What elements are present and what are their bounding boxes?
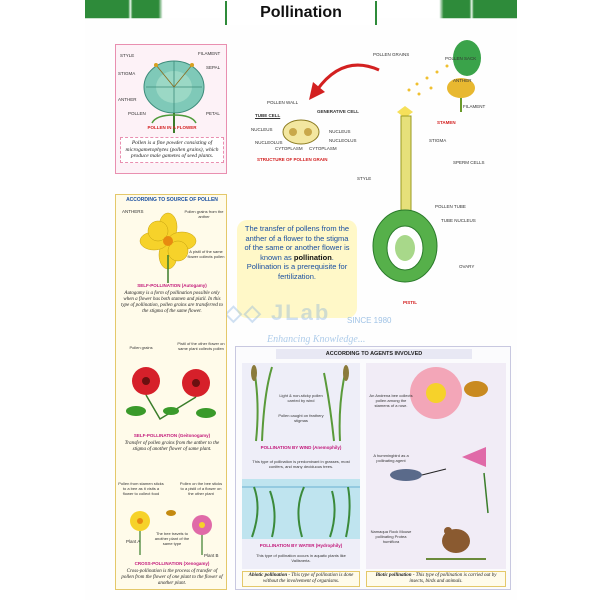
wind-label-1: Light & non-sticky pollen carried by win… <box>279 393 323 403</box>
watermark-logo: ◇◇ JLab <box>225 300 331 325</box>
grain-label-tube-cell: TUBE CELL <box>255 113 281 118</box>
pistil-label-pollen-sack: POLLEN SACK <box>445 56 477 61</box>
pistil-label-pollen-tube: POLLEN TUBE <box>435 204 466 209</box>
abiotic-note-title: Abiotic pollination <box>248 573 288 578</box>
agents-heading: ACCORDING TO AGENTS INVOLVED <box>276 349 472 359</box>
wind-label-2: Pollen caught on feathery stigmas <box>278 413 324 423</box>
flower-label-stigma: STIGMA <box>118 71 136 76</box>
wind-note: This type of pollination is predominant … <box>252 459 350 469</box>
pistil-label-sperm-cells: SPERM CELLS <box>453 160 485 165</box>
pollen-grain-illustration <box>282 119 320 145</box>
flower-panel: STYLE STIGMA ANTHER POLLEN FILAMENT SEPA… <box>115 44 227 174</box>
autogamy-label-anthers: ANTHERS <box>122 209 144 214</box>
geitonogamy-illustration <box>126 367 216 421</box>
autogamy-illustration <box>139 212 197 283</box>
grain-caption: STRUCTURE OF POLLEN GRAIN <box>257 157 328 162</box>
biotic-note: Biotic pollination - This type of pollin… <box>366 571 506 587</box>
abiotic-note: Abiotic pollination - This type of polli… <box>242 571 360 587</box>
pistil-label-ovary: OVARY <box>459 264 475 269</box>
abiotic-column: Light & non-sticky pollen carried by win… <box>242 363 360 569</box>
definition-text: The transfer of pollens from the anther … <box>244 224 350 262</box>
abiotic-note-text: - This type of pollination is done witho… <box>262 573 354 584</box>
bird-label: A hummingbird as a pollinating agent <box>373 453 409 463</box>
geitonogamy-label-pistil: Pistil of the other flower on same plant… <box>177 341 225 351</box>
pollination-poster: Pollination STYLE STIGMA ANTHER POLLEN F… <box>85 0 517 600</box>
pistil-label-filament: FILAMENT <box>463 104 486 109</box>
plant-a-label: Plant A <box>126 539 141 544</box>
definition-text-after: . Pollination is a prerequisite for fert… <box>246 252 348 281</box>
flower-note: Pollen is a fine powder consisting of mi… <box>120 137 224 163</box>
pistil-illustration <box>372 40 481 283</box>
autogamy-label-pollen: Pollen grains from the anther <box>184 209 224 219</box>
grain-label-cytoplasm-1: CYTOPLASM <box>275 146 303 151</box>
geitonogamy-label-pollen: Pollen grains <box>129 345 153 350</box>
pistil-label-anther: ANTHER <box>453 78 472 83</box>
grain-label-nucleolus-2: NUCLEOLUS <box>329 138 357 143</box>
definition-box: The transfer of pollens from the anther … <box>237 220 357 318</box>
mouse-label: Namaqua Rock Mouse pollinating Protea hu… <box>370 529 412 544</box>
xenogamy-note: Cross-pollination is the process of tran… <box>121 569 223 586</box>
flower-illustration <box>143 60 205 133</box>
xenogamy-label-3: The bee travels to another plant of the … <box>154 531 190 546</box>
grain-label-cytoplasm-2: CYTOPLASM <box>309 146 337 151</box>
geitonogamy-caption: SELF-POLLINATION (Geitonogamy) <box>133 433 211 438</box>
biotic-note-title: Biotic pollination <box>375 573 412 578</box>
biotic-note-text: - This type of pollination is carried ou… <box>409 573 497 584</box>
pistil-label: PISTIL <box>403 300 418 305</box>
watermark-tagline: Enhancing Knowledge... <box>267 334 366 345</box>
definition-keyword: pollination <box>293 252 332 262</box>
flower-label-anther: ANTHER <box>118 97 137 102</box>
flower-label-filament: FILAMENT <box>198 51 221 56</box>
grain-label-pollen-wall: POLLEN WALL <box>267 100 299 105</box>
geitonogamy-note: Transfer of pollen grains from the anthe… <box>124 441 220 452</box>
grain-label-generative-cell: GENERATIVE CELL <box>317 109 359 114</box>
curved-arrow <box>309 63 380 100</box>
xenogamy-illustration <box>130 510 212 555</box>
insect-label: An Andrena bee collects pollen among the… <box>369 393 413 408</box>
source-panel: ACCORDING TO SOURCE OF POLLEN ANTHERS Po… <box>115 194 227 590</box>
pistil-label-stigma: STIGMA <box>429 138 447 143</box>
water-caption: POLLINATION BY WATER (Hydrophily) <box>259 543 343 548</box>
grain-label-nucleolus-1: NUCLEOLUS <box>255 140 283 145</box>
flower-label-pollen: POLLEN <box>128 111 146 116</box>
xenogamy-caption: CROSS-POLLINATION (Xenogamy) <box>134 561 210 566</box>
water-illustration <box>242 479 360 539</box>
page-title: Pollination <box>225 1 377 25</box>
watermark-since: SINCE 1980 <box>347 316 392 325</box>
water-note: This type of pollination occurs in aquat… <box>256 553 346 563</box>
flower-caption: POLLEN IN A FLOWER <box>147 125 197 130</box>
plant-b-label: Plant B <box>204 553 219 558</box>
flower-label-petal: PETAL <box>206 111 220 116</box>
xenogamy-label-2: Pollen on the bee sticks to a pistil of … <box>179 481 223 496</box>
poster-header: Pollination <box>85 0 517 26</box>
biotic-column: An Andrena bee collects pollen among the… <box>366 363 506 569</box>
autogamy-label-pistil: A pistil of the same flower collects pol… <box>187 249 225 259</box>
pistil-label-style: STYLE <box>357 176 372 181</box>
biotic-illustration <box>390 367 489 560</box>
autogamy-note: Autogamy is a form of pollination possib… <box>120 291 224 314</box>
grain-label-nucleus-2: NUCLEUS <box>329 129 351 134</box>
agents-panel: ACCORDING TO AGENTS INVOLVED Light & non… <box>235 346 511 590</box>
wind-illustration <box>251 365 349 442</box>
pistil-label-pollen-grains: POLLEN GRAINS <box>373 52 410 57</box>
xenogamy-label-1: Pollen from stamen sticks to a bee as it… <box>118 481 164 496</box>
source-heading: ACCORDING TO SOURCE OF POLLEN <box>126 197 218 203</box>
flower-label-style: STYLE <box>120 53 135 58</box>
autogamy-caption: SELF-POLLINATION (Autogamy) <box>137 283 207 288</box>
grain-label-nucleus-1: NUCLEUS <box>251 127 273 132</box>
stamen-label: STAMEN <box>437 120 456 125</box>
wind-caption: POLLINATION BY WIND (Anemophily) <box>260 445 342 450</box>
flower-label-sepal: SEPAL <box>206 65 221 70</box>
pistil-label-tube-nucleus: TUBE NUCLEUS <box>441 218 476 223</box>
